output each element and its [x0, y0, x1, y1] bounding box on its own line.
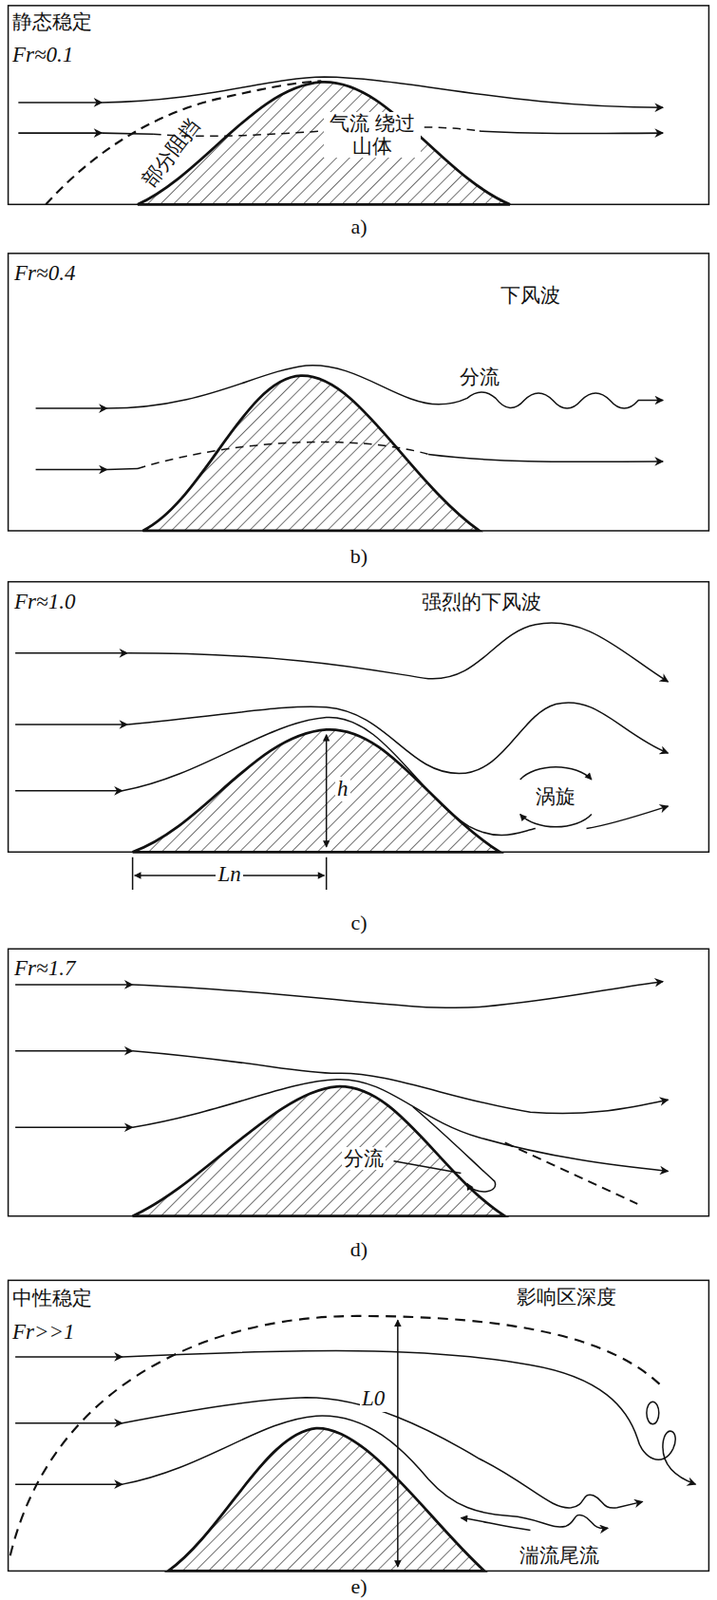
streamline: [107, 468, 138, 470]
text-label: 下风波: [500, 283, 561, 307]
dimension-tick: [132, 857, 327, 890]
streamline: [122, 1351, 697, 1486]
panel-frame: [8, 1280, 710, 1571]
streamline: [15, 983, 133, 986]
panel-caption: b): [350, 544, 368, 568]
streamline: [15, 1356, 123, 1359]
streamline-behind-hill: [137, 441, 429, 469]
streamline: [101, 132, 153, 134]
symbol-label: Fr≈1.0: [14, 589, 76, 615]
streamline: [15, 1483, 123, 1486]
symbol-label: Fr>>1: [12, 1320, 76, 1345]
panel-caption: a): [350, 214, 367, 239]
panel-frame: [8, 253, 710, 531]
symbol-label: Fr≈0.1: [12, 42, 74, 68]
streamline: [479, 131, 663, 134]
streamline: [428, 453, 663, 462]
text-label: 静态稳定: [12, 10, 93, 34]
streamline: [15, 652, 128, 655]
hill: [137, 81, 510, 205]
streamline: [127, 702, 668, 774]
leader-line: [394, 1161, 462, 1174]
separated-flow: [413, 1107, 496, 1192]
turbulent-loop: [646, 1401, 660, 1425]
hill: [142, 376, 479, 531]
text-label: 影响区深度: [516, 1285, 617, 1309]
panel-caption: c): [350, 910, 367, 935]
panel-caption: e): [350, 1574, 367, 1599]
text-label: 气流 绕过山体: [323, 112, 422, 158]
streamline: [122, 1415, 608, 1529]
streamline: [122, 717, 536, 835]
panel-frame: [8, 5, 710, 205]
streamline: [36, 469, 108, 472]
streamline: [132, 981, 663, 1009]
reverse-flow: [460, 1518, 530, 1531]
text-label: 湍流尾流: [517, 1544, 602, 1567]
symbol-label: Fr≈1.7: [14, 956, 76, 982]
streamline: [127, 622, 668, 682]
streamline: [15, 790, 123, 793]
height-dimension: [325, 735, 328, 848]
text-label: 分流: [459, 365, 500, 389]
streamline: [15, 1422, 123, 1425]
streamline: [36, 407, 108, 410]
depth-dimension: [396, 1320, 399, 1567]
symbol-label: Ln: [215, 862, 243, 887]
text-label: 涡旋: [535, 785, 576, 809]
symbol-label: h: [335, 776, 351, 802]
streamline: [132, 1051, 669, 1114]
hill: [168, 1428, 485, 1571]
hill: [132, 729, 501, 852]
streamline: [15, 1126, 133, 1129]
text-label: 部分阻挡: [137, 114, 206, 192]
symbol-label: Fr≈0.4: [14, 261, 76, 286]
streamline: [132, 1079, 669, 1172]
text-label: 中性稳定: [12, 1286, 93, 1310]
lee-wave-streamline: [107, 365, 663, 409]
streamline: [101, 76, 663, 108]
streamline: [15, 723, 128, 726]
text-label: 分流: [341, 1147, 386, 1170]
streamline: [18, 132, 102, 134]
symbol-label: L0: [359, 1386, 387, 1412]
blocking-boundary: [45, 80, 321, 205]
streamline: [18, 101, 102, 104]
panel-caption: d): [350, 1237, 368, 1262]
text-label: 强烈的下风波: [421, 590, 542, 614]
separation-line: [505, 1142, 639, 1204]
eddy: [520, 814, 592, 828]
streamline: [586, 806, 669, 830]
eddy: [520, 767, 592, 780]
panel-frame: [8, 582, 710, 853]
streamline: [122, 1397, 643, 1509]
panel-frame: [8, 948, 710, 1216]
hill: [132, 1086, 506, 1216]
streamline: [15, 1050, 133, 1053]
